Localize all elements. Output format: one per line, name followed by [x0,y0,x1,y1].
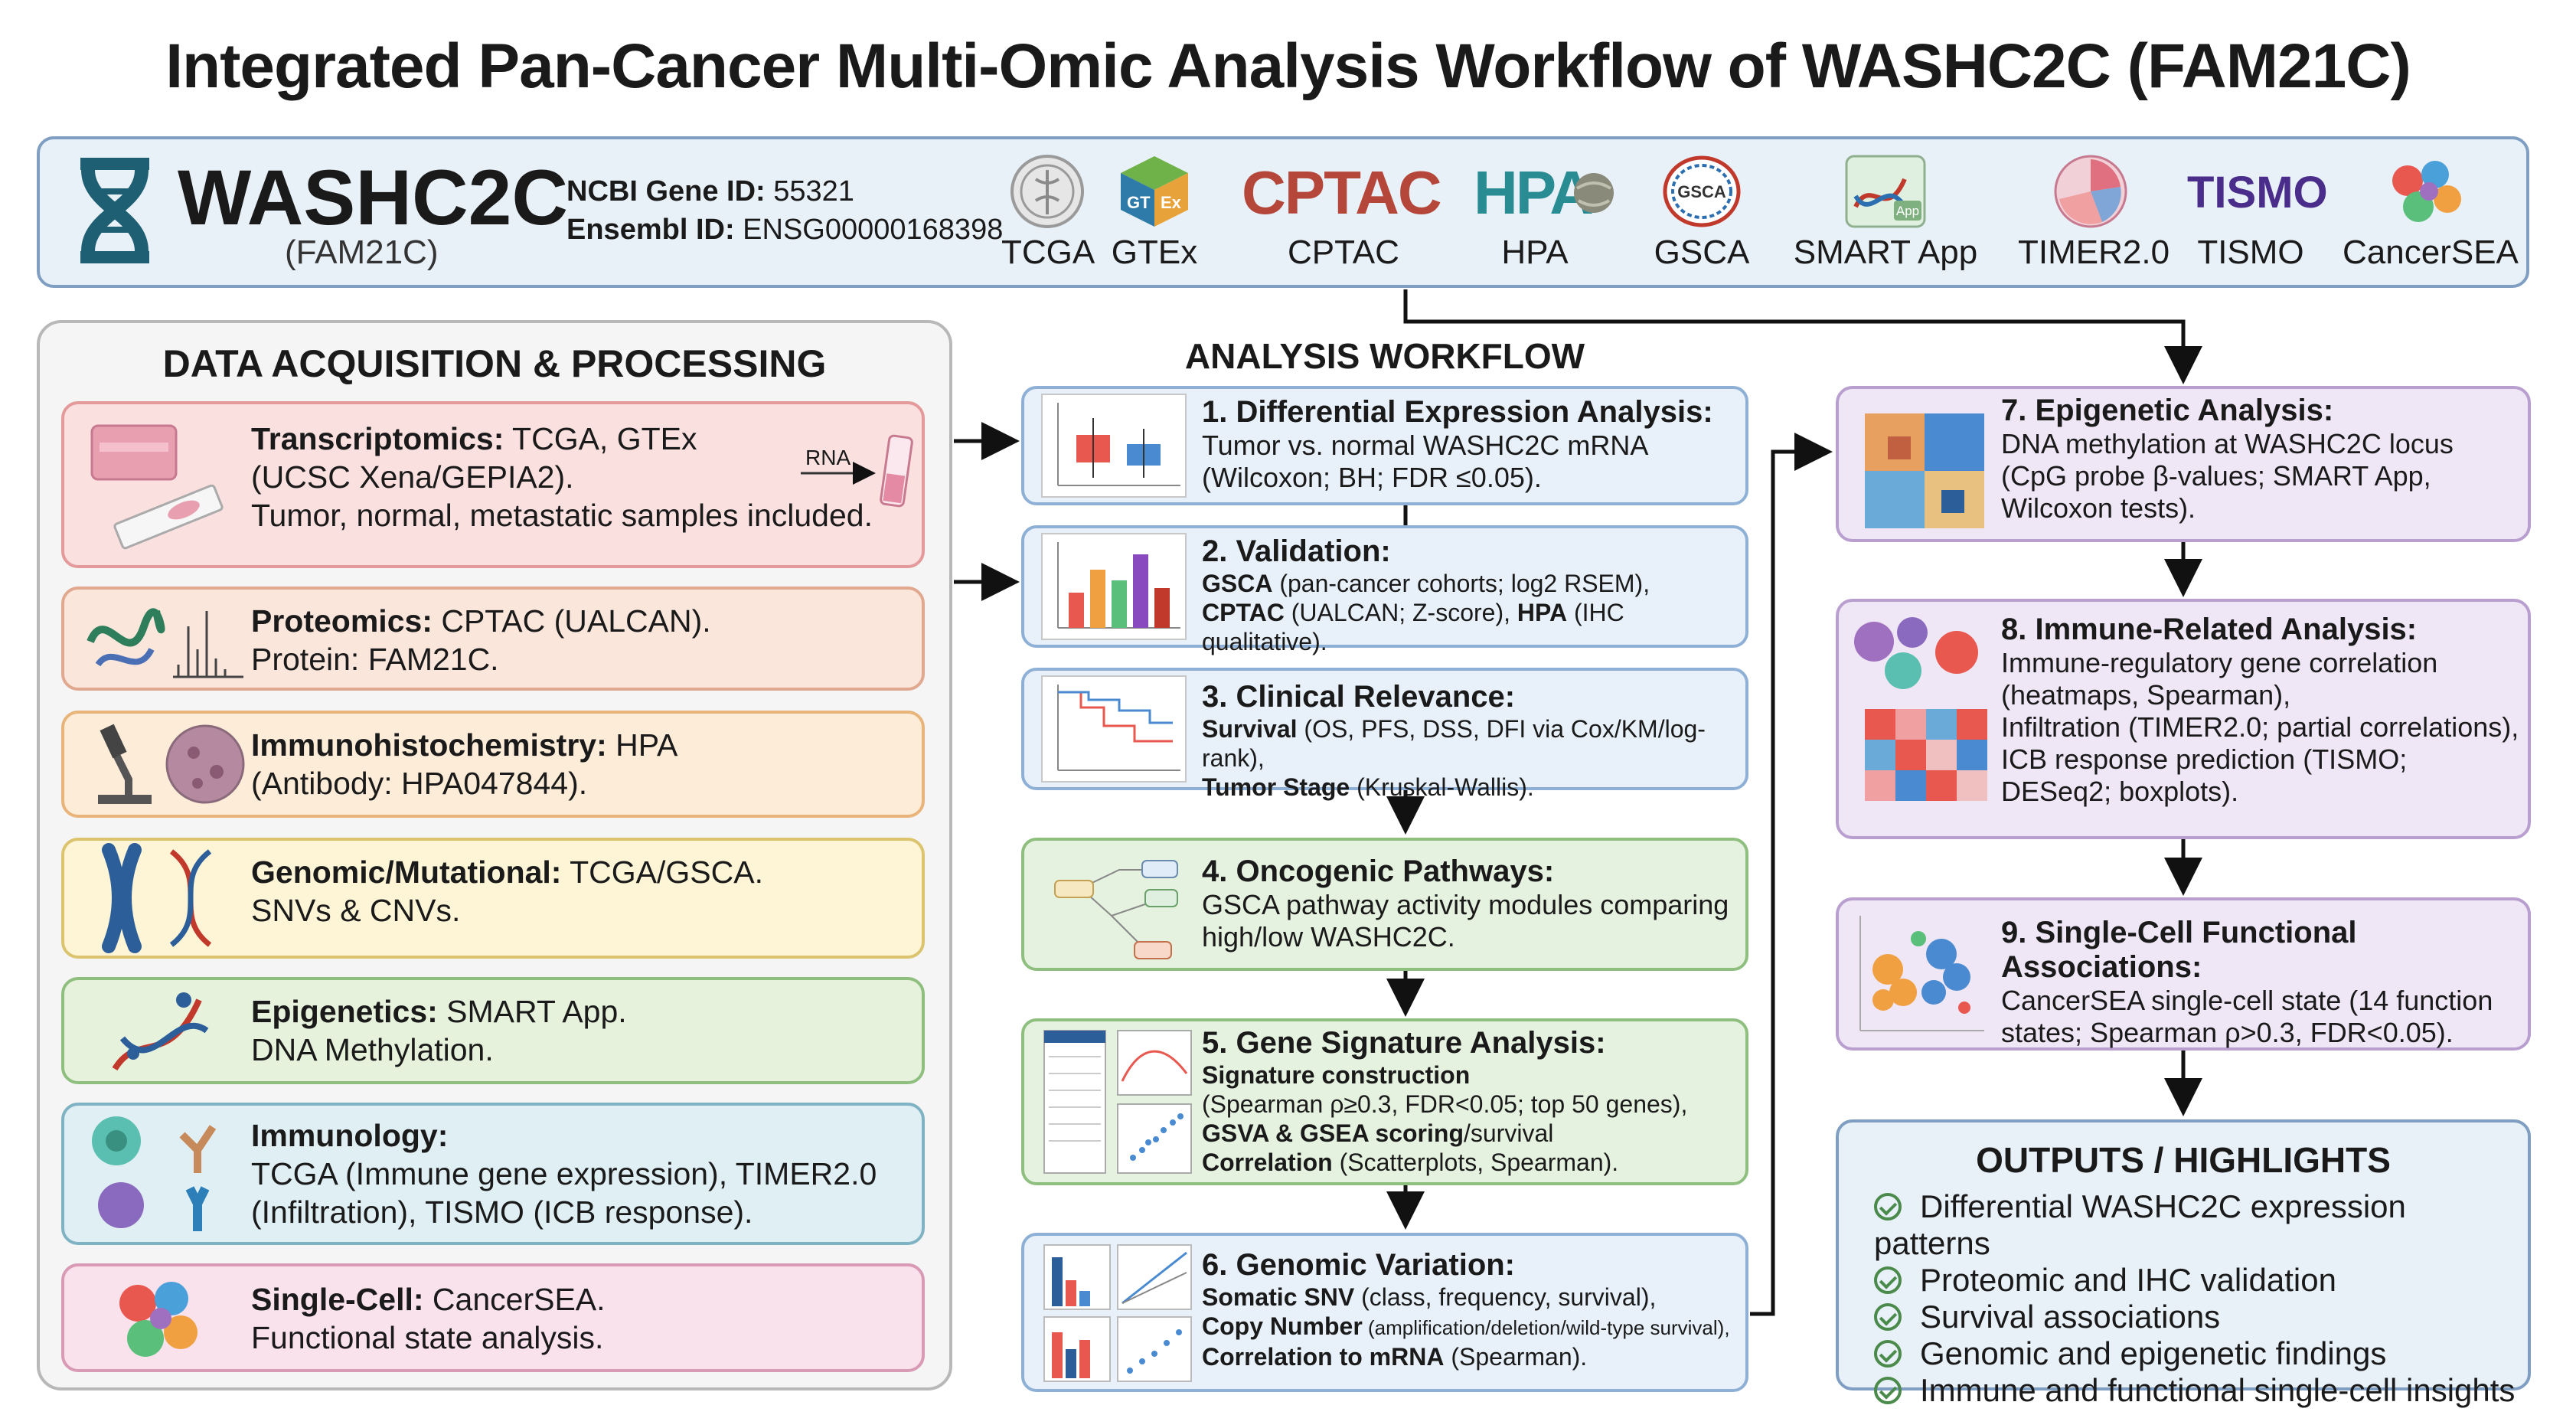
step-6-text: 6. Genomic Variation: Somatic SNV (class… [1202,1248,1730,1371]
outputs-title: OUTPUTS / HIGHLIGHTS [1976,1140,2391,1180]
smart-app-icon: App [1845,155,1926,228]
step-7-text: 7. Epigenetic Analysis: DNA methylation … [2001,394,2454,524]
check-circle-icon [1874,1303,1902,1331]
svg-text:App: App [1896,204,1919,218]
gene-ids: NCBI Gene ID: 55321 Ensembl ID: ENSG0000… [566,172,1003,249]
tsne-scatter-thumbnail [1859,916,1984,1031]
step-8-text: 8. Immune-Related Analysis: Immune-regul… [2001,613,2519,807]
dna-helix-icon [112,992,209,1071]
ensembl-value: ENSG00000168398 [743,214,1004,246]
step-4-text: 4. Oncogenic Pathways: GSCA pathway acti… [1202,855,1729,953]
source-label-tcga: TCGA [1001,234,1095,271]
workflow-title: ANALYSIS WORKFLOW [1184,336,1585,376]
card-immunology [61,1103,925,1245]
rna-tag: RNA [805,446,851,469]
data-panel-title: DATA ACQUISITION & PROCESSING [162,342,827,385]
page-title: Integrated Pan-Cancer Multi-Omic Analysi… [165,31,2411,101]
source-label-cancersea: CancerSEA [2343,234,2519,271]
tcga-seal-icon [1010,155,1084,228]
ncbi-label: NCBI Gene ID: [566,175,766,208]
output-item: Genomic and epigenetic findings [1874,1335,2525,1372]
survival-curve-thumbnail [1041,675,1187,783]
card-transcriptomics-text: Transcriptomics: TCGA, GTEx (UCSC Xena/G… [251,421,873,533]
card-ihc-text: Immunohistochemistry: HPA (Antibody: HPA… [251,727,678,801]
source-label-tismo: TISMO [2197,234,2304,271]
outputs-panel [1836,1119,2531,1390]
svg-text:Ex: Ex [1161,193,1182,212]
svg-text:GT: GT [1127,193,1151,212]
step-2-text: 2. Validation: GSCA (pan-cancer cohorts;… [1202,534,1650,655]
check-circle-icon [1874,1193,1902,1220]
card-single-cell [61,1263,925,1372]
gtex-cube-icon: GT Ex [1121,156,1188,227]
single-cell-cluster-icon [119,1282,198,1357]
card-immunology-text: Immunology: TCGA (Immune gene expression… [251,1118,877,1230]
card-transcriptomics [61,401,925,568]
card-epigenetics-text: Epigenetics: SMART App. DNA Methylation. [251,994,627,1067]
hpa-logo: HPA [1474,158,1594,227]
source-label-smart-app: SMART App [1793,234,1978,271]
rna-tube-icon [801,434,913,508]
hpa-globe-icon [1574,173,1614,213]
cancersea-cells-icon [2392,161,2461,222]
output-item: Immune and functional single-cell insigh… [1874,1372,2525,1409]
check-circle-icon [1874,1377,1902,1404]
genomic-variation-thumbnail [1043,1244,1192,1382]
output-item: Survival associations [1874,1299,2525,1335]
tissue-slide-icon [90,424,224,550]
gene-symbol: WASHC2C [178,154,569,241]
output-item: Proteomic and IHC validation [1874,1262,2525,1299]
output-item: Differential WASHC2C expression patterns [1874,1188,2406,1261]
immune-cells-icon [92,1116,217,1231]
check-circle-icon [1874,1340,1902,1368]
chromosome-icon [102,843,212,953]
ensembl-label: Ensembl ID: [566,214,735,246]
source-label-gtex: GTEx [1111,234,1198,271]
step-5-text: 5. Gene Signature Analysis: Signature co… [1202,1026,1688,1176]
protein-structure-icon [87,608,243,678]
ncbi-value: 55321 [773,175,854,208]
boxplot-thumbnail [1041,394,1187,498]
methylation-heatmap-thumbnail [1865,413,1984,528]
source-label-timer: TIMER2.0 [2018,234,2170,271]
gene-signature-thumbnail [1043,1030,1192,1174]
gene-alias: (FAM21C) [285,234,439,271]
check-circle-icon [1874,1266,1902,1294]
outputs-list: Differential WASHC2C expression patterns… [1874,1188,2525,1409]
card-single-cell-text: Single-Cell: CancerSEA. Functional state… [251,1282,606,1355]
microscope-icon [98,724,245,804]
step-3-text: 3. Clinical Relevance: Survival (OS, PFS… [1202,680,1706,801]
gsca-logo: GSCA [1663,155,1741,227]
card-genomic-text: Genomic/Mutational: TCGA/GSCA. SNVs & CN… [251,855,763,928]
card-proteomics-text: Proteomics: CPTAC (UALCAN). Protein: FAM… [251,603,711,677]
svg-text:GSCA: GSCA [1677,182,1726,201]
source-label-cptac: CPTAC [1288,234,1399,271]
source-label-gsca: GSCA [1654,234,1750,271]
timer-logo [2054,155,2127,228]
immune-heatmap-thumbnail [1854,617,1987,801]
dna-icon [80,158,149,263]
bar-chart-thumbnail [1041,533,1187,640]
pathway-network-icon [1054,860,1178,959]
step-1-text: 1. Differential Expression Analysis: Tum… [1202,395,1713,493]
step-9-text: 9. Single-Cell Functional Associations: … [2001,916,2493,1048]
tismo-logo: TISMO [2187,168,2328,217]
cptac-logo: CPTAC [1242,158,1442,227]
card-proteomics [61,587,925,691]
source-label-hpa: HPA [1501,234,1569,271]
